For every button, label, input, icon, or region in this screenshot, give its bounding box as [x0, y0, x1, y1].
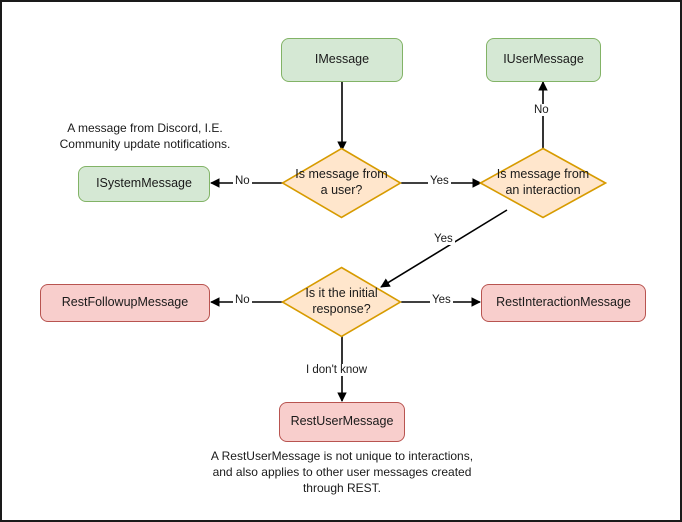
diamond-shape-user-question: [281, 147, 402, 219]
node-restinteractionmessage[interactable]: RestInteractionMessage: [481, 284, 646, 322]
node-is-message-from-a-user-label: Is message from a user?: [295, 167, 388, 197]
node-imessage-label: IMessage: [314, 52, 370, 67]
edge-label-initial-no: No: [233, 294, 252, 306]
edge-interaction-question-to-initial-question: [380, 209, 508, 288]
node-restfollowupmessage[interactable]: RestFollowupMessage: [40, 284, 210, 322]
node-restinteractionmessage-label: RestInteractionMessage: [496, 295, 631, 310]
node-iusermessage-label: IUserMessage: [503, 52, 584, 67]
edge-label-initial-yes: Yes: [430, 294, 453, 306]
node-isystemmessage-label: ISystemMessage: [96, 176, 192, 191]
edge-label-interaction-yes: Yes: [432, 233, 455, 245]
edge-label-user-yes: Yes: [428, 175, 451, 187]
node-isystemmessage[interactable]: ISystemMessage: [78, 166, 210, 202]
node-restfollowupmessage-label: RestFollowupMessage: [61, 295, 189, 310]
edge-label-interaction-no: No: [532, 104, 551, 116]
note-rest-user-message: A RestUserMessage is not unique to inter…: [210, 449, 474, 496]
node-imessage[interactable]: IMessage: [281, 38, 403, 82]
node-is-message-from-an-interaction[interactable]: Is message from an interaction: [479, 147, 607, 219]
diamond-shape-initial-question: [281, 266, 402, 338]
edge-label-user-no: No: [233, 175, 252, 187]
diamond-shape-interaction-question: [479, 147, 607, 219]
node-restusermessage-label: RestUserMessage: [290, 414, 394, 429]
edge-label-initial-unknown: I don't know: [304, 364, 370, 376]
node-is-it-the-initial-response[interactable]: Is it the initial response?: [281, 266, 402, 338]
node-iusermessage[interactable]: IUserMessage: [486, 38, 601, 82]
node-is-it-the-initial-response-label: Is it the initial response?: [305, 286, 378, 316]
note-system-message: A message from Discord, I.E. Community u…: [59, 121, 231, 152]
node-is-message-from-an-interaction-label: Is message from an interaction: [496, 167, 590, 197]
node-restusermessage[interactable]: RestUserMessage: [279, 402, 405, 442]
node-is-message-from-a-user[interactable]: Is message from a user?: [281, 147, 402, 219]
